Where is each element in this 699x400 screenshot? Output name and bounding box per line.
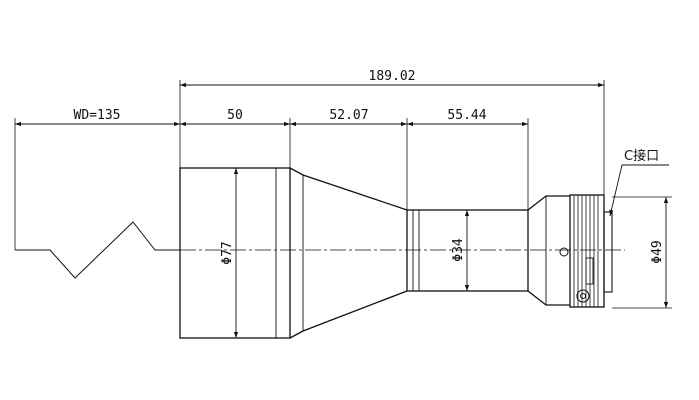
mid-diameter-dimension: Φ34 — [451, 210, 470, 291]
front-barrel — [179, 167, 291, 339]
segment-dimensions: WD=135 50 52.07 55.44 — [15, 108, 528, 127]
front-barrel-length-label: 50 — [227, 108, 243, 123]
mount-diameter-label: Φ49 — [650, 240, 665, 263]
taper-length-label: 52.07 — [329, 108, 368, 123]
set-screw-icon — [559, 247, 569, 257]
mid-barrel-length-label: 55.44 — [447, 108, 486, 123]
extension-lines — [14, 80, 672, 309]
working-distance-label: WD=135 — [74, 108, 121, 123]
overall-length-dimension: 189.02 — [180, 69, 604, 88]
mount-diameter-dimension: Φ49 — [650, 197, 669, 308]
rear-mount-section — [527, 194, 613, 308]
c-mount-callout: C接口 — [609, 148, 669, 217]
front-diameter-label: Φ77 — [220, 241, 235, 264]
c-mount-label: C接口 — [624, 148, 659, 164]
break-line — [15, 221, 180, 279]
taper-section — [289, 167, 408, 339]
lock-screw-icon — [576, 289, 590, 303]
overall-length-label: 189.02 — [369, 69, 416, 84]
mid-diameter-label: Φ34 — [451, 238, 466, 262]
front-diameter-dimension: Φ77 — [220, 168, 239, 338]
middle-barrel — [406, 209, 529, 292]
